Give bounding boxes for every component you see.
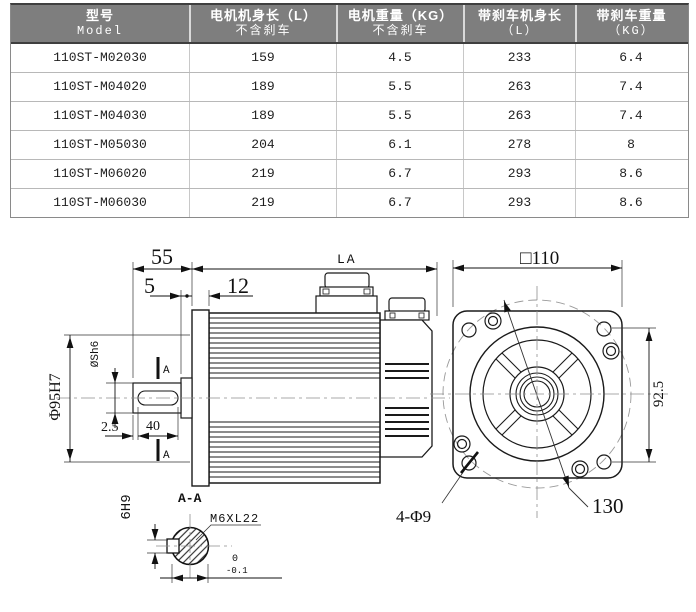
rear-fins — [385, 363, 429, 437]
cell-length: 189 — [189, 73, 336, 101]
cell-model: 110ST-M05030 — [53, 137, 147, 152]
col-header-zh: 带刹车重量 — [596, 8, 667, 23]
col-header-zh: 带刹车机身长 — [477, 8, 562, 23]
dim-key-offset: 2.5 — [101, 420, 119, 435]
dim-dot — [185, 294, 189, 298]
cell-brake-length: 278 — [463, 131, 575, 159]
cell-model: 110ST-M06030 — [53, 195, 147, 210]
spec-table-header: 型号 Model 电机机身长（L） 不含刹车 电机重量（KG） 不含刹车 带刹车… — [11, 5, 688, 44]
centerlines — [56, 286, 668, 580]
col-header-body-length: 电机机身长（L） 不含刹车 — [189, 5, 336, 42]
dim-key-length: 40 — [146, 419, 160, 434]
cell-brake-weight: 8.6 — [575, 160, 686, 188]
cell-length: 189 — [189, 102, 336, 130]
dim-shaft-length: 55 — [151, 244, 173, 269]
col-header-sub: Model — [76, 24, 123, 38]
tolerance-lower: -0.1 — [226, 566, 248, 576]
cell-model: 110ST-M04020 — [53, 79, 147, 94]
mounting-holes — [461, 321, 612, 471]
section-mark-label-bottom: A — [163, 450, 170, 462]
hole-leader — [441, 467, 467, 504]
cell-brake-weight: 7.4 — [575, 73, 686, 101]
section-view — [166, 524, 261, 566]
dim-pilot-diameter: Φ95H7 — [47, 373, 64, 420]
body-fins — [209, 317, 380, 478]
cell-model: 110ST-M06020 — [53, 166, 147, 181]
flange-view — [441, 299, 632, 508]
cell-model: 110ST-M02030 — [53, 50, 147, 65]
tolerance-upper: 0 — [232, 554, 238, 565]
dim-mount-spacing: 92.5 — [651, 381, 667, 407]
dim-flange-square: □110 — [520, 248, 559, 269]
section-mark-label-top: A — [163, 365, 170, 377]
flange-square — [452, 310, 623, 479]
col-header-sub: （KG） — [608, 24, 655, 38]
side-view — [132, 272, 433, 487]
table-row: 110ST-M06030 219 6.7 293 8.6 — [11, 188, 688, 217]
cell-length: 219 — [189, 160, 336, 188]
extension-lines — [64, 260, 656, 583]
table-row: 110ST-M05030 204 6.1 278 8 — [11, 130, 688, 159]
col-header-model: 型号 Model — [11, 5, 189, 42]
dim-body-length: LA — [337, 252, 357, 267]
dim-shaft-diameter: ØSh6 — [90, 341, 102, 367]
cell-brake-length: 293 — [463, 189, 575, 217]
col-header-zh: 型号 — [85, 8, 114, 23]
cell-brake-weight: 6.4 — [575, 44, 686, 72]
cell-brake-weight: 8.6 — [575, 189, 686, 217]
table-row: 110ST-M06020 219 6.7 293 8.6 — [11, 159, 688, 188]
col-header-sub: （L） — [501, 24, 539, 38]
dim-boss-length: 5 — [144, 273, 155, 298]
cell-brake-length: 263 — [463, 102, 575, 130]
table-row: 110ST-M04030 189 5.5 263 7.4 — [11, 101, 688, 130]
cell-brake-length: 233 — [463, 44, 575, 72]
section-label: A-A — [178, 491, 202, 506]
cell-length: 219 — [189, 189, 336, 217]
cell-weight: 6.7 — [336, 189, 463, 217]
cell-brake-weight: 8 — [575, 131, 686, 159]
dim-thread: M6XL22 — [210, 512, 259, 526]
spoke-ribs — [495, 352, 579, 436]
col-header-brake-length: 带刹车机身长 （L） — [463, 5, 575, 42]
hole-tick — [459, 451, 480, 474]
cell-weight: 6.7 — [336, 160, 463, 188]
thread-leader — [195, 524, 261, 541]
col-header-zh: 电机机身长（L） — [210, 8, 317, 23]
cell-weight: 5.5 — [336, 102, 463, 130]
cell-brake-length: 293 — [463, 160, 575, 188]
table-row: 110ST-M02030 159 4.5 233 6.4 — [11, 44, 688, 72]
col-header-sub: 不含刹车 — [372, 24, 429, 38]
connector-main — [315, 272, 378, 315]
col-header-zh: 电机重量（KG） — [347, 8, 454, 23]
dim-flange-thickness: 12 — [227, 273, 249, 298]
cell-weight: 5.5 — [336, 73, 463, 101]
dim-key-width: 6H9 — [119, 494, 135, 519]
dim-mount-holes: 4-Φ9 — [396, 507, 431, 526]
col-header-sub: 不含刹车 — [235, 24, 292, 38]
cell-length: 159 — [189, 44, 336, 72]
col-header-weight: 电机重量（KG） 不含刹车 — [336, 5, 463, 42]
dim-bolt-circle: 130 — [592, 494, 624, 518]
table-row: 110ST-M04020 189 5.5 263 7.4 — [11, 72, 688, 101]
cell-model: 110ST-M04030 — [53, 108, 147, 123]
cell-weight: 4.5 — [336, 44, 463, 72]
spec-table: 型号 Model 电机机身长（L） 不含刹车 电机重量（KG） 不含刹车 带刹车… — [10, 3, 689, 218]
cell-brake-length: 263 — [463, 73, 575, 101]
cover-screws — [453, 312, 620, 478]
cell-brake-weight: 7.4 — [575, 102, 686, 130]
cell-length: 204 — [189, 131, 336, 159]
cell-weight: 6.1 — [336, 131, 463, 159]
connector-encoder — [384, 297, 430, 321]
col-header-brake-weight: 带刹车重量 （KG） — [575, 5, 686, 42]
